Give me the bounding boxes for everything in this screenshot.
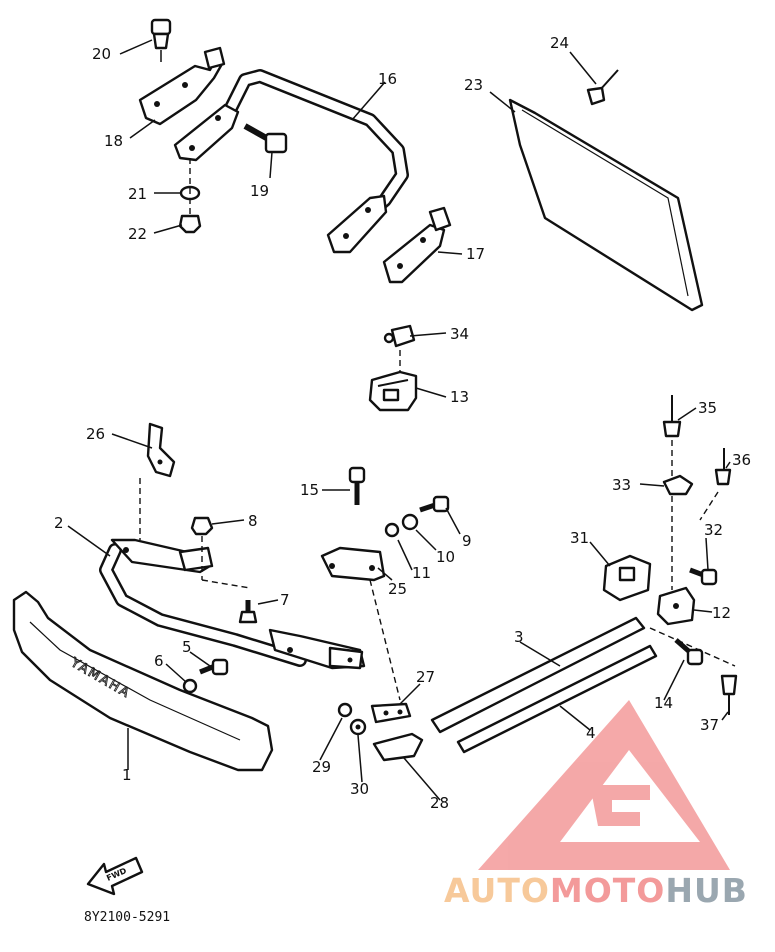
callout-18: 18: [104, 132, 123, 150]
part-34-grommet: [383, 324, 416, 348]
part-7-bolt: [238, 600, 258, 624]
part-22-nut: [178, 214, 202, 234]
part-12-bracket: [656, 586, 696, 626]
part-28-trim-end: [372, 732, 424, 762]
part-1-cowl: YAMAHA: [12, 590, 274, 772]
leader-lines: [67, 39, 731, 801]
part-26-stay: [146, 422, 176, 478]
callout-37: 37: [700, 716, 719, 734]
part-24-clip: [586, 69, 619, 106]
callout-31: 31: [570, 529, 589, 547]
callout-10: 10: [436, 548, 455, 566]
callout-13: 13: [450, 388, 469, 406]
callout-27: 27: [416, 668, 435, 686]
part-15-bolt: [348, 466, 366, 505]
part-5-bolt: [199, 658, 229, 676]
part-35-clip: [662, 395, 682, 438]
callout-30: 30: [350, 780, 369, 798]
callout-29: 29: [312, 758, 331, 776]
callout-28: 28: [430, 794, 449, 812]
callout-22: 22: [128, 225, 147, 243]
callout-1: 1: [122, 766, 132, 784]
watermark-g-icon: [590, 785, 650, 826]
watermark-text-auto: AUTO: [444, 871, 550, 910]
part-6-washer: [182, 678, 198, 694]
callout-32: 32: [704, 521, 723, 539]
part-25-bracket: [320, 546, 386, 582]
callout-20: 20: [92, 45, 111, 63]
callout-12: 12: [712, 604, 731, 622]
callout-25: 25: [388, 580, 407, 598]
callout-26: 26: [86, 425, 105, 443]
callout-11: 11: [412, 564, 431, 582]
part-18-bracket: [138, 46, 226, 126]
callout-2: 2: [54, 514, 64, 532]
part-29-nut: [337, 702, 353, 718]
part-11-washer: [384, 522, 400, 538]
part-23-panel: [508, 98, 704, 312]
part-14-bolt: [674, 638, 704, 666]
callout-19: 19: [250, 182, 269, 200]
part-4-trim-strip: [456, 644, 658, 754]
callout-6: 6: [154, 652, 164, 670]
watermark-text-hub: HUB: [665, 871, 748, 910]
part-3-trim-strip: [430, 616, 646, 734]
callout-34: 34: [450, 325, 469, 343]
callout-8: 8: [248, 512, 258, 530]
callout-21: 21: [128, 185, 147, 203]
watermark-text: AUTOMOTOHUB: [444, 871, 748, 910]
part-33-grommet: [662, 474, 694, 496]
part-37-clip: [720, 674, 738, 715]
watermark-text-moto: MOTO: [550, 871, 665, 910]
part-8-nut: [190, 516, 214, 536]
part-17-bracket: [382, 206, 452, 284]
callout-5: 5: [182, 638, 192, 656]
diagram-code: 8Y2100-5291: [84, 910, 170, 925]
part-10-washer: [401, 513, 419, 531]
part-16-frame: [173, 69, 409, 254]
part-13-block: [368, 370, 418, 412]
callout-14: 14: [654, 694, 673, 712]
part-2-lower-frame: [99, 538, 366, 670]
callout-4: 4: [586, 724, 596, 742]
callout-35: 35: [698, 399, 717, 417]
part-9-bolt: [419, 495, 450, 513]
fwd-arrow-icon: FWD: [86, 856, 144, 896]
callouts: 20 18 16 19 21 22 23 24 17 34 13 26 2 8 …: [54, 34, 751, 812]
watermark-logo: [478, 700, 730, 870]
callout-24: 24: [550, 34, 569, 52]
callout-16: 16: [378, 70, 397, 88]
callout-36: 36: [732, 451, 751, 469]
callout-17: 17: [466, 245, 485, 263]
part-32-bolt: [689, 567, 718, 586]
part-30-washer: [349, 718, 367, 736]
part-31-block: [602, 554, 652, 602]
watermark-triangle-icon: [478, 700, 730, 870]
part-19-bolt: [243, 123, 288, 154]
part-20-pin: [150, 18, 172, 62]
callout-9: 9: [462, 532, 472, 550]
callout-33: 33: [612, 476, 631, 494]
part-36-clip: [714, 448, 732, 486]
callout-23: 23: [464, 76, 483, 94]
callout-15: 15: [300, 481, 319, 499]
part-27-clip: [370, 702, 412, 724]
callout-7: 7: [280, 591, 290, 609]
callout-3: 3: [514, 628, 524, 646]
